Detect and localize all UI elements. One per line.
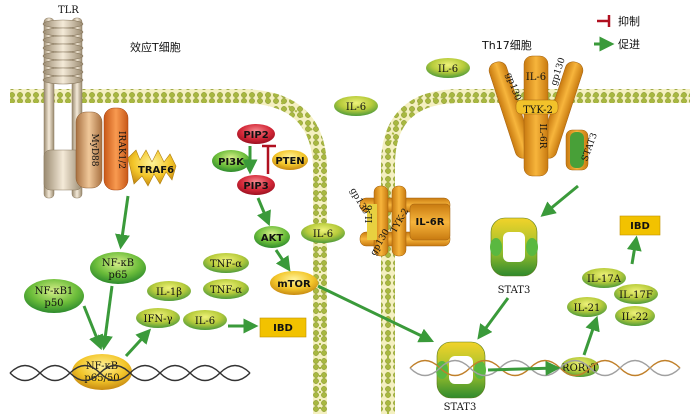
il-6-label-4: IL-6 — [313, 229, 333, 240]
th17-cell-membrane — [381, 89, 690, 414]
arrow-nfkb-nfkb6550 — [97, 285, 114, 351]
arrow-nfkb1-nfkb — [82, 305, 104, 351]
stat3-dimer-mid — [490, 217, 538, 277]
promote-arrows — [82, 146, 642, 376]
pip3-node — [237, 175, 275, 195]
roryt-label: RORγT — [562, 363, 598, 374]
il-1b-label: IL-1β — [156, 287, 182, 298]
pip3-label: PIP3 — [243, 181, 268, 192]
nfkb1-p50-node — [24, 279, 84, 313]
tnf-alpha-label-1: TNF-α — [210, 259, 242, 270]
stat3-label-bottom: STAT3 — [444, 402, 477, 413]
il-6-label-5: IL-6 — [365, 205, 375, 224]
nfkb-p65-label-1: NF-κB — [102, 258, 134, 269]
effector-t-cell-membrane — [10, 89, 327, 414]
ifn-gamma-label: IFN-γ — [144, 314, 173, 325]
il-6r-complex-left — [359, 185, 451, 257]
nfkb1-p50-label-1: NF-κB1 — [35, 286, 74, 297]
arrow-nfkb-ifn — [124, 328, 152, 358]
irak-protein — [103, 107, 129, 191]
tnf-alpha-node-1 — [203, 253, 249, 273]
legend-inhibit-label: 抑制 — [618, 14, 640, 28]
pip2-label: PIP2 — [243, 130, 268, 141]
arrow-traf6-nfkb — [115, 195, 130, 250]
ibd-box-2 — [619, 215, 661, 236]
effector-t-cell-label: 效应T细胞 — [130, 40, 181, 54]
arrow-mtor-stat3 — [317, 284, 435, 343]
pi3k-label: PI3K — [218, 157, 245, 168]
nfkb-p65-label-2: p65 — [108, 270, 127, 281]
nfkb-p6550-label-2: p65/50 — [84, 373, 119, 384]
il-6r-label: IL-6R — [416, 217, 445, 228]
dna-strand-right — [409, 359, 681, 377]
traf6-label: TRAF6 — [138, 165, 174, 176]
tlr-label: TLR — [58, 5, 79, 16]
il-6-label-1: IL-6 — [195, 316, 215, 327]
il-17a-label: IL-17A — [587, 274, 622, 285]
roryt-node — [561, 357, 599, 377]
tyk2-label-2: TYK-2 — [523, 105, 553, 116]
il-6-node-1 — [183, 310, 227, 330]
nfkb-p65-node — [90, 252, 146, 284]
akt-label: AKT — [261, 233, 283, 244]
pten-node — [272, 150, 308, 170]
ibd-label-2: IBD — [630, 221, 650, 232]
irak-label: IRAK1/2 — [116, 131, 126, 169]
akt-node — [254, 226, 290, 248]
nfkb1-p50-label-2: p50 — [44, 298, 63, 309]
il-6r-label-2: IL-6R — [537, 123, 547, 148]
legend-promote-label: 促进 — [618, 37, 640, 51]
il-6-label-6: IL-6 — [526, 72, 546, 83]
myd88-label: MyD88 — [89, 134, 99, 167]
arrow-il17a-ibd — [626, 235, 642, 265]
ibd-box-1 — [259, 317, 307, 338]
il-6-node-2 — [334, 96, 378, 116]
pip2-node — [237, 124, 275, 144]
il-17f-label: IL-17F — [619, 290, 653, 301]
il-6-label-3: IL-6 — [438, 64, 458, 75]
legend-inhibit-symbol — [597, 15, 611, 27]
il-6-label-2: IL-6 — [346, 102, 366, 113]
il-17a-node — [582, 268, 626, 288]
tnf-alpha-node-2 — [203, 279, 249, 299]
nfkb-p6550-label-1: NF-κB — [86, 361, 118, 372]
stat3-label-mid: STAT3 — [498, 285, 531, 296]
il-6-node-3 — [426, 58, 470, 78]
myd88-protein — [75, 111, 103, 189]
il-21-node — [567, 297, 607, 317]
tnf-alpha-label-2: TNF-α — [210, 285, 242, 296]
pten-label: PTEN — [275, 156, 304, 167]
arrow-stat3-stat3 — [477, 297, 510, 340]
traf6-protein — [127, 149, 177, 187]
il-21-label: IL-21 — [574, 303, 601, 314]
il-17f-node — [614, 284, 658, 304]
pi3k-node — [212, 150, 250, 172]
il-1b-node — [147, 281, 191, 301]
mtor-label: mTOR — [277, 279, 311, 290]
il-22-label: IL-22 — [622, 312, 649, 323]
mtor-node — [270, 271, 318, 295]
arrow-akt-mtor — [274, 249, 291, 272]
arrow-stat3-roryt — [487, 360, 561, 376]
arrow-pip3-akt — [256, 197, 271, 227]
dna-strand-left — [9, 364, 251, 382]
legend: 抑制 促进 — [594, 14, 640, 52]
tlr-receptor — [42, 17, 84, 199]
pten-inhibit-line — [262, 144, 276, 174]
arrow-receptor-stat3 — [540, 184, 579, 217]
arrow-roryt-il21 — [582, 315, 600, 356]
il-22-node — [615, 306, 655, 326]
il-6r-complex-top — [488, 55, 589, 177]
stat3-dimer-bottom — [436, 341, 486, 399]
il-6-node-4 — [301, 223, 345, 243]
th17-cell-label: Th17细胞 — [481, 39, 532, 52]
ibd-label-1: IBD — [273, 323, 293, 334]
ifn-gamma-node — [136, 308, 180, 328]
